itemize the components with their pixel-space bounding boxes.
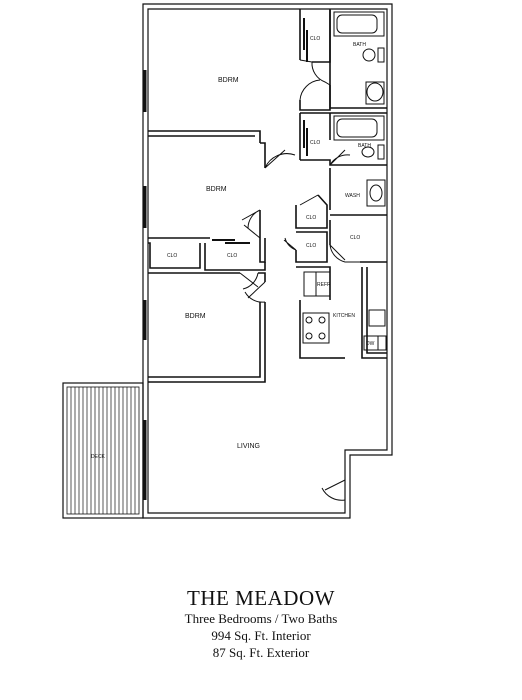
plan-title: THE MEADOW [187,586,335,610]
plan-rooms-summary: Three Bedrooms / Two Baths [184,611,338,626]
closet-label: CLO [310,140,320,146]
exterior-walls [142,3,393,519]
bath-2-fixtures [333,115,385,160]
sliding-doors [212,18,308,244]
bath-1-label: BATH [353,42,366,48]
bath-1-fixtures [333,11,385,105]
dishwasher-label: DW [366,341,375,347]
plan-interior-area: 994 Sq. Ft. Interior [211,628,311,643]
plan-exterior-area: 87 Sq. Ft. Exterior [212,645,310,660]
kitchen-label: KITCHEN [333,313,355,319]
living-label: LIVING [237,443,260,450]
wash-label: WASH [345,193,360,199]
closet-label: CLO [310,36,320,42]
closet-label: CLO [227,253,237,259]
deck [62,382,144,519]
wash-fixtures [366,179,386,207]
bdrm-3-label: BDRM [185,313,206,320]
bdrm-2-label: BDRM [206,186,227,193]
closet-label: CLO [350,235,360,241]
closet-label: CLO [167,253,177,259]
interior-walls [148,9,387,383]
kitchen-appliances [302,271,387,351]
closet-label: CLO [306,215,316,221]
closet-label: CLO [306,243,316,249]
deck-label: DECK [91,454,106,460]
bath-2-label: BATH [358,143,371,149]
refrigerator-label: REFR [317,282,331,288]
bdrm-1-label: BDRM [218,77,239,84]
